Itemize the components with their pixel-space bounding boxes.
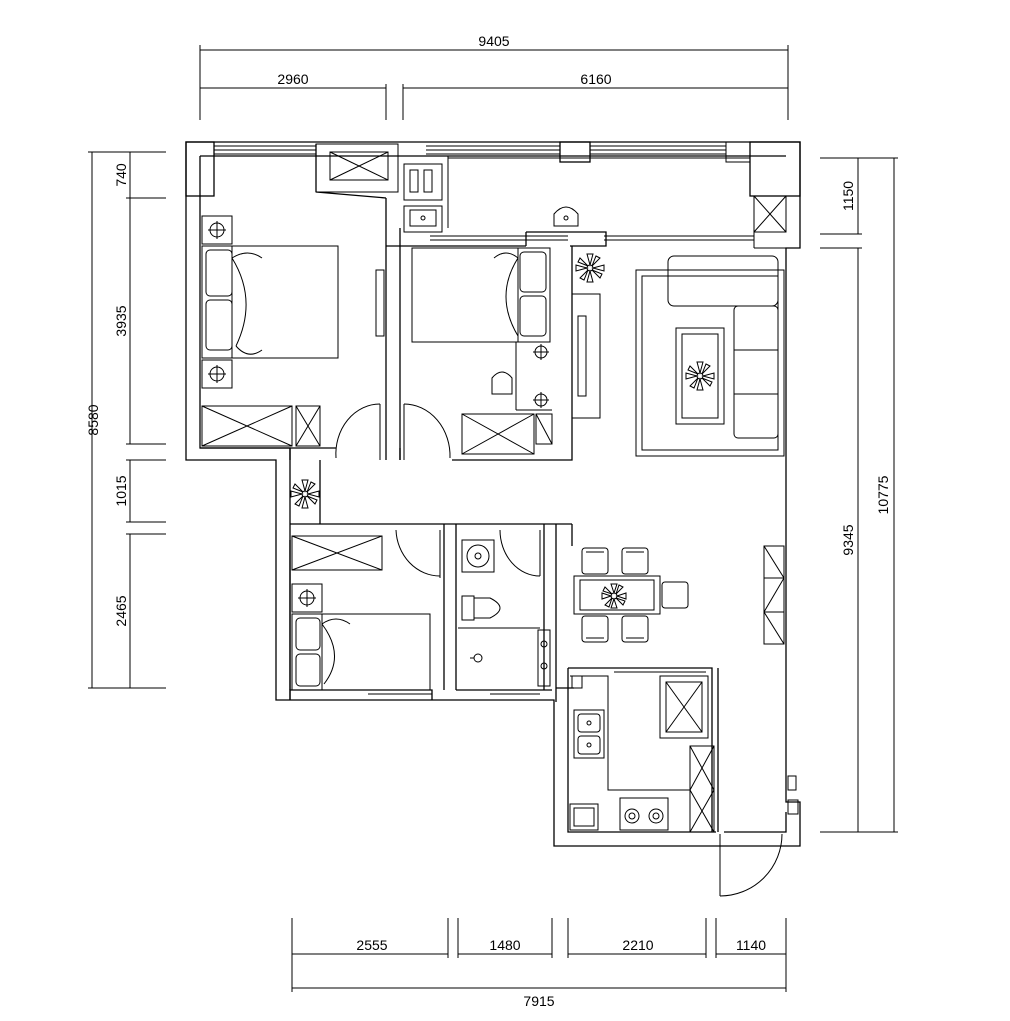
double-bed-master — [201, 245, 339, 359]
window-bath — [490, 689, 540, 695]
bedside-lamp-icon — [533, 392, 549, 408]
dim-bottom-c: 2210 — [622, 937, 653, 953]
dim-left-d: 2465 — [113, 595, 129, 626]
desk-chair — [491, 342, 552, 411]
bedside-lamp-icon — [533, 344, 549, 360]
dimension-bottom — [291, 918, 787, 992]
dimension-right — [820, 157, 898, 833]
dim-bottom-d: 1140 — [736, 937, 766, 953]
dim-right-total: 10775 — [875, 475, 891, 514]
coffee-table — [675, 327, 725, 425]
door-entrance — [719, 833, 783, 897]
dim-bottom-a: 2555 — [356, 937, 387, 953]
fridge — [659, 675, 709, 739]
sink-icon — [573, 709, 605, 759]
window-top-left — [214, 145, 316, 155]
double-bed-bedroom3 — [291, 613, 431, 691]
kitchen-cabinet — [569, 803, 599, 831]
tv-cabinet-master — [375, 269, 385, 337]
dim-bottom-total: 7915 — [523, 993, 554, 1009]
dim-bottom-b: 1480 — [489, 937, 520, 953]
potted-plant-icon — [601, 583, 627, 609]
potted-plant-icon — [685, 361, 715, 391]
double-bed-bedroom2 — [411, 247, 551, 343]
wardrobe-bedroom3 — [291, 535, 383, 571]
duct-shaft — [315, 143, 399, 193]
dim-left-total: 8580 — [85, 404, 101, 435]
sofa-icon — [667, 255, 779, 439]
shower-floor-drain — [458, 627, 540, 663]
door-master — [335, 403, 381, 460]
dim-left-b: 3935 — [113, 305, 129, 336]
dim-top-total: 9405 — [478, 33, 509, 49]
gas-stove-icon — [619, 797, 669, 831]
dim-right-b: 9345 — [840, 524, 856, 555]
interior-walls — [200, 144, 719, 832]
dim-top-right: 6160 — [580, 71, 611, 87]
dimension-left — [88, 151, 166, 689]
tv-cabinet-living — [571, 293, 601, 419]
dim-left-a: 740 — [113, 163, 129, 187]
balcony-cabinets — [403, 163, 443, 233]
column-right-top — [753, 195, 787, 233]
rug-living — [635, 269, 785, 457]
window-kitchen — [614, 667, 706, 673]
bedside-lamp-icon — [291, 583, 323, 613]
bedside-lamp-icon — [201, 215, 233, 245]
sideboard-living — [763, 545, 785, 645]
wardrobe-bedroom2 — [461, 413, 553, 455]
bath-cabinet — [537, 629, 551, 687]
sink-icon — [461, 539, 495, 573]
door-bedroom3 — [395, 529, 441, 578]
wardrobe-entrance — [689, 745, 715, 833]
dimension-top — [199, 45, 789, 120]
dining-table-icon — [573, 547, 689, 643]
door-bedroom2 — [403, 403, 451, 460]
dim-right-a: 1150 — [840, 181, 856, 211]
balcony — [430, 156, 786, 249]
potted-plant-icon — [575, 253, 605, 283]
toilet-icon — [461, 595, 501, 621]
door-bathroom — [499, 529, 541, 577]
entrance-cabinet — [787, 775, 799, 815]
bedside-lamp-icon — [201, 359, 233, 389]
dim-top-left: 2960 — [277, 71, 308, 87]
wardrobe-master — [201, 405, 321, 447]
potted-plant-icon — [290, 479, 320, 509]
dim-left-c: 1015 — [113, 475, 129, 506]
window-top-right — [426, 141, 751, 163]
